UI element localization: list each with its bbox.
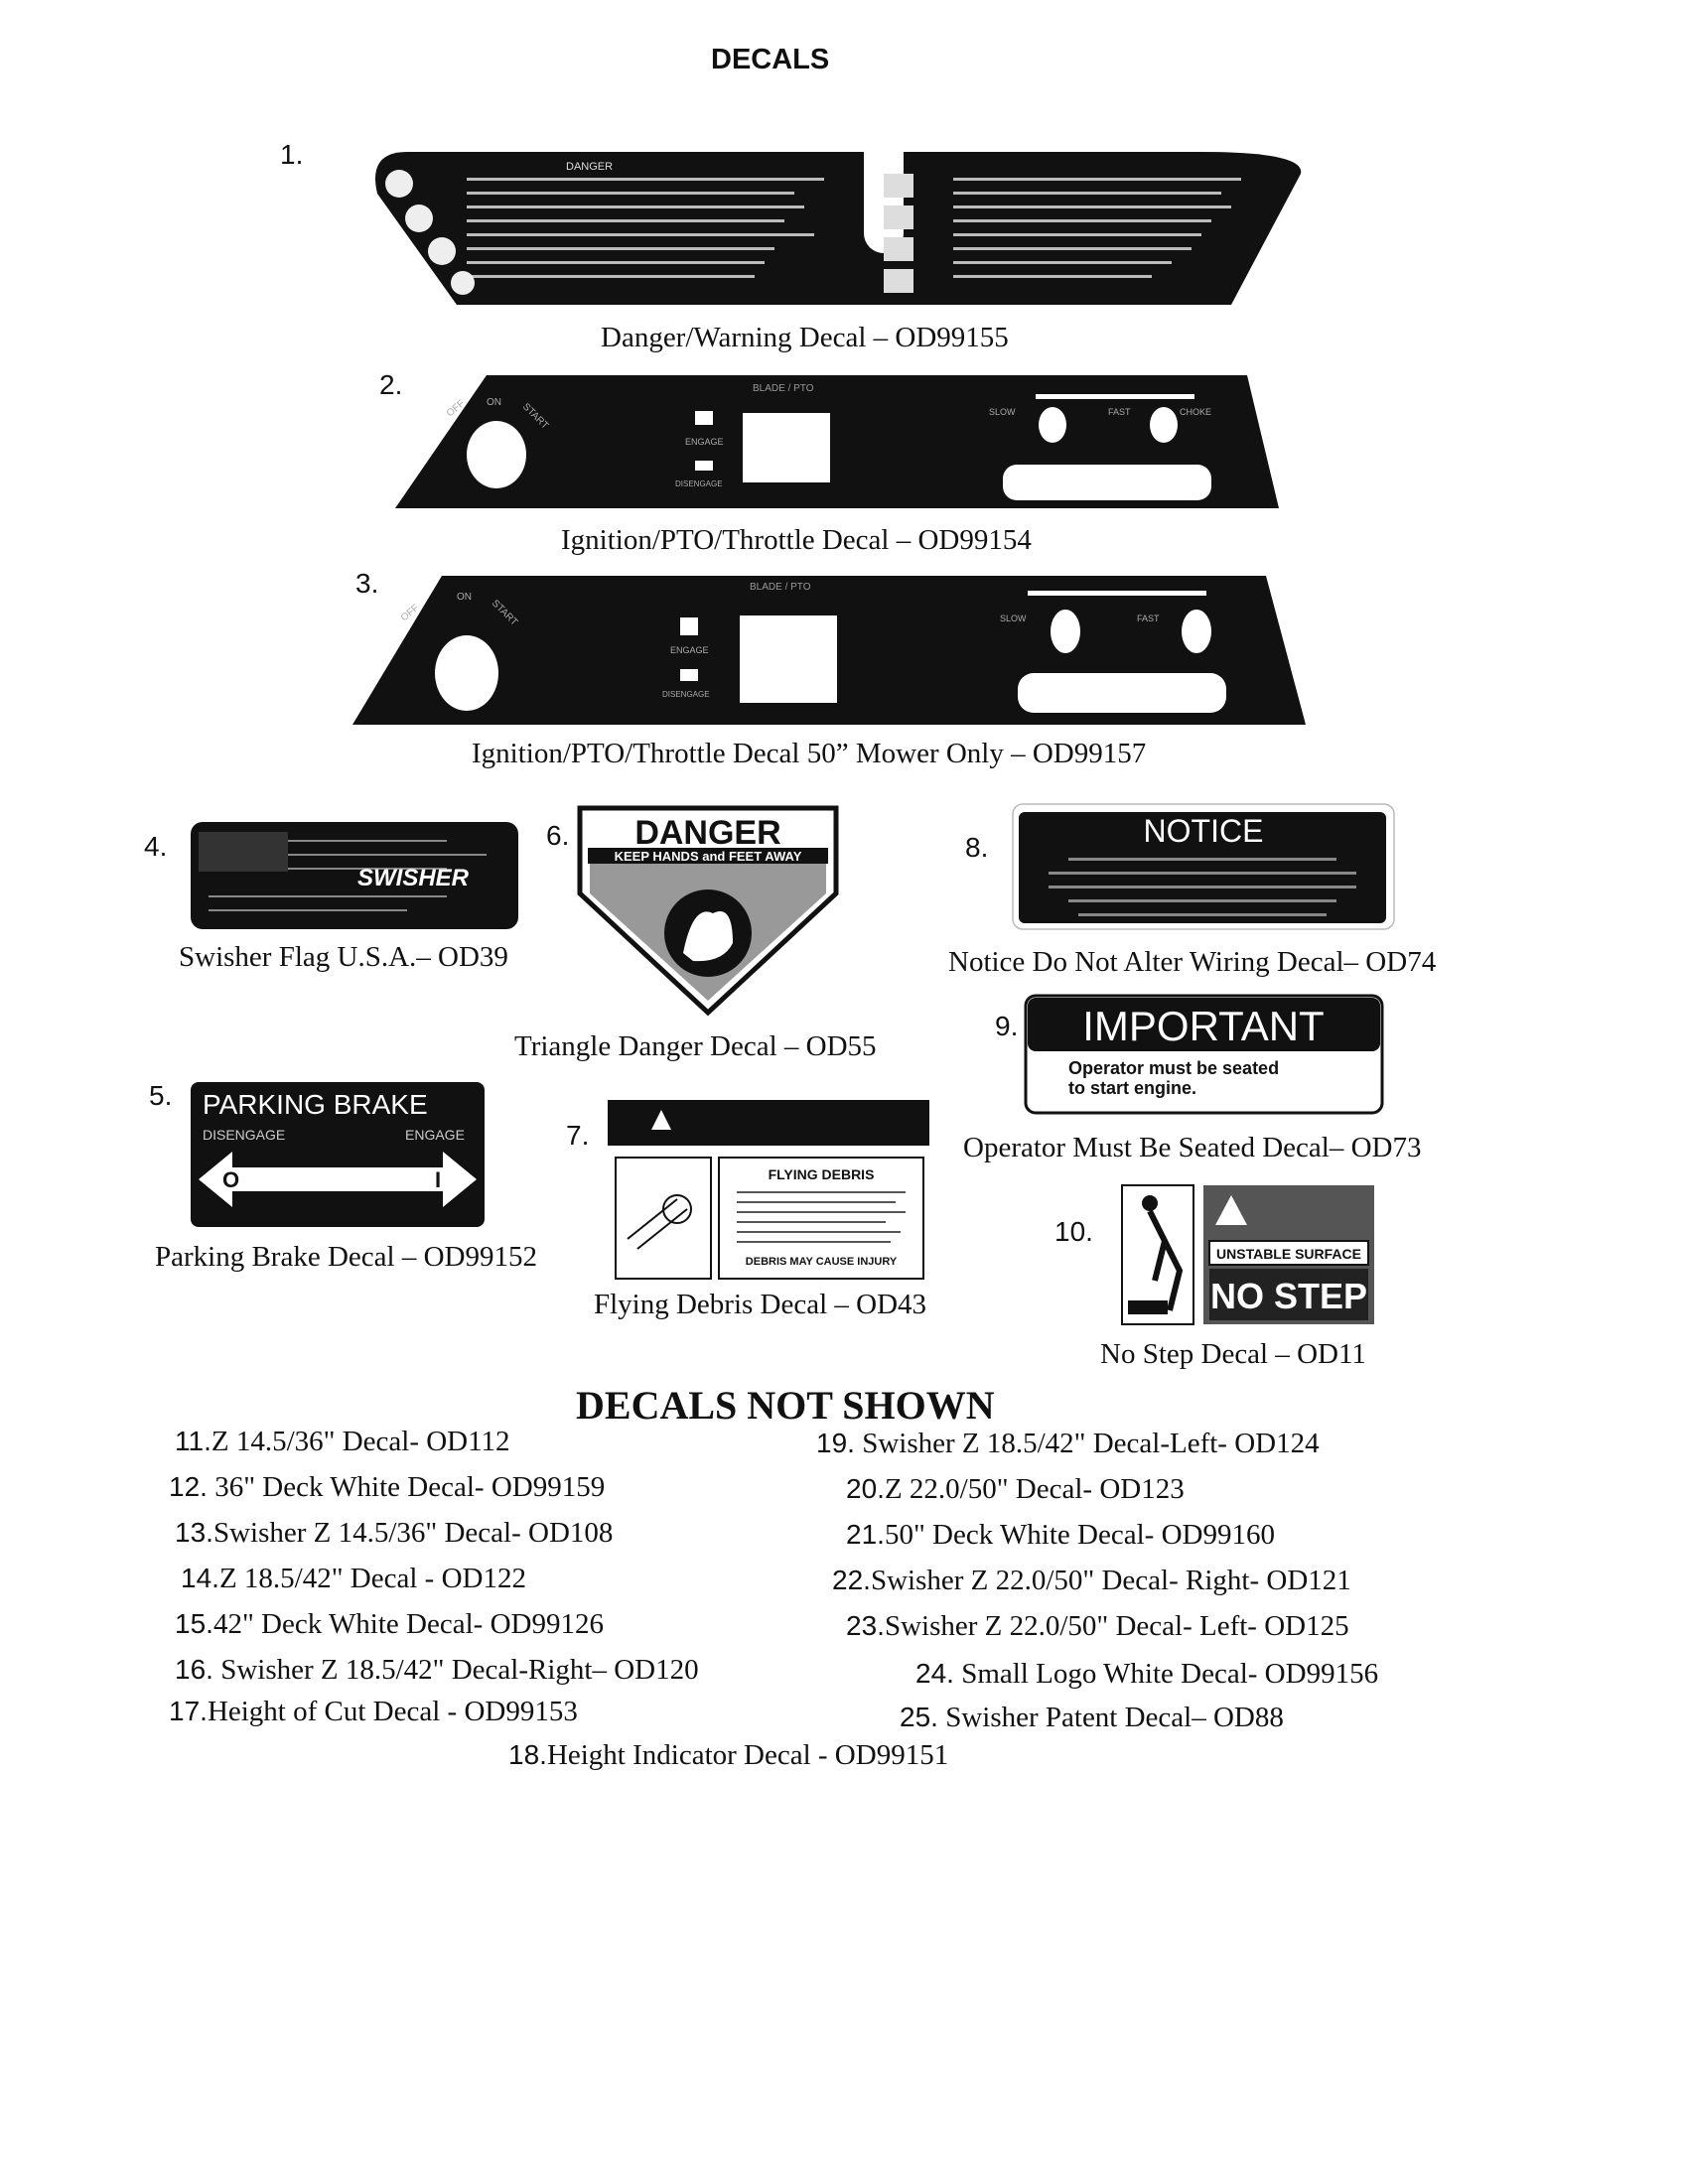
- decal-3-disengage-label: DISENGAGE: [662, 690, 710, 699]
- not-shown-item: 11.Z 14.5/36" Decal- OD112: [175, 1426, 510, 1457]
- not-shown-item: 19. Swisher Z 18.5/42" Decal-Left- OD124: [816, 1428, 1320, 1459]
- figure-8-number: 8.: [965, 832, 989, 863]
- decal-5-right-label: ENGAGE: [405, 1127, 465, 1143]
- not-shown-item: 18.Height Indicator Decal - OD99151: [508, 1739, 949, 1771]
- figure-9-number: 9.: [995, 1011, 1019, 1041]
- figure-6-caption: Triangle Danger Decal – OD55: [514, 1030, 877, 1062]
- decal-10-subtitle: UNSTABLE SURFACE: [1216, 1246, 1361, 1262]
- page-title: DECALS: [711, 44, 830, 75]
- decal-3-engage-label: ENGAGE: [670, 645, 709, 655]
- not-shown-item: 16. Swisher Z 18.5/42" Decal-Right– OD12…: [175, 1654, 699, 1686]
- decal-5-right-mark: I: [435, 1167, 441, 1192]
- not-shown-item: 25. Swisher Patent Decal– OD88: [900, 1702, 1284, 1733]
- decal-3-fast-label: FAST: [1137, 614, 1160, 623]
- decal-2-fast-label: FAST: [1108, 407, 1131, 417]
- decal-4-brand: SWISHER: [357, 865, 470, 891]
- not-shown-item: 24. Small Logo White Decal- OD99156: [915, 1658, 1379, 1690]
- decal-3-on-label: ON: [457, 592, 472, 603]
- decal-6-subtitle: KEEP HANDS and FEET AWAY: [615, 849, 802, 864]
- figure-4-caption: Swisher Flag U.S.A.– OD39: [179, 941, 508, 973]
- figure-7-caption: Flying Debris Decal – OD43: [594, 1289, 927, 1320]
- triangle-danger-decal-image: DANGER KEEP HANDS and FEET AWAY: [577, 805, 839, 1017]
- not-shown-item: 14.Z 18.5/42" Decal - OD122: [181, 1563, 526, 1594]
- decal-2-pto-label: BLADE / PTO: [753, 383, 814, 394]
- decal-2-engage-label: ENGAGE: [685, 437, 724, 447]
- not-shown-item: 17.Height of Cut Decal - OD99153: [169, 1696, 578, 1727]
- figure-2-caption: Ignition/PTO/Throttle Decal – OD99154: [561, 524, 1032, 556]
- flying-debris-decal-image: FLYING DEBRIS DEBRIS MAY CAUSE INJURY: [608, 1100, 929, 1280]
- decal-1-danger-label: DANGER: [566, 161, 613, 173]
- not-shown-heading: DECALS NOT SHOWN: [576, 1383, 995, 1428]
- figure-5-number: 5.: [149, 1080, 173, 1111]
- decal-5-left-mark: O: [222, 1167, 239, 1192]
- decal-2-slow-label: SLOW: [989, 407, 1016, 417]
- decal-9-title: IMPORTANT: [1082, 1003, 1324, 1049]
- figure-2-number: 2.: [379, 369, 403, 400]
- decal-6-title: DANGER: [634, 814, 780, 852]
- figure-8-caption: Notice Do Not Alter Wiring Decal– OD74: [948, 946, 1437, 978]
- decal-8-title: NOTICE: [1144, 813, 1264, 849]
- figure-10-number: 10.: [1054, 1216, 1093, 1247]
- figure-5-caption: Parking Brake Decal – OD99152: [155, 1241, 537, 1273]
- not-shown-item: 22.Swisher Z 22.0/50" Decal- Right- OD12…: [832, 1565, 1351, 1596]
- no-step-decal-image: UNSTABLE SURFACE NO STEP: [1121, 1184, 1374, 1325]
- decal-2-choke-label: CHOKE: [1180, 407, 1211, 417]
- parking-brake-decal-image: PARKING BRAKE DISENGAGE ENGAGE O I: [191, 1082, 485, 1227]
- figure-4-number: 4.: [144, 831, 168, 862]
- decal-7-footer: DEBRIS MAY CAUSE INJURY: [746, 1256, 898, 1268]
- decal-10-title: NO STEP: [1210, 1276, 1367, 1316]
- figure-3-number: 3.: [355, 568, 379, 599]
- figure-10-caption: No Step Decal – OD11: [1100, 1338, 1366, 1370]
- not-shown-item: 23.Swisher Z 22.0/50" Decal- Left- OD125: [846, 1610, 1349, 1642]
- not-shown-item: 21.50" Deck White Decal- OD99160: [846, 1519, 1275, 1551]
- figure-3-caption: Ignition/PTO/Throttle Decal 50” Mower On…: [472, 738, 1147, 769]
- not-shown-item: 20.Z 22.0/50" Decal- OD123: [846, 1473, 1185, 1505]
- not-shown-item: 13.Swisher Z 14.5/36" Decal- OD108: [175, 1517, 614, 1549]
- decal-3-pto-label: BLADE / PTO: [750, 582, 811, 593]
- decal-2-disengage-label: DISENGAGE: [675, 479, 723, 488]
- figure-6-number: 6.: [546, 820, 570, 851]
- danger-warning-decal-image: DANGER: [375, 144, 1302, 305]
- ignition-pto-throttle-50-decal-image: OFF ON START BLADE / PTO ENGAGE DISENGAG…: [352, 576, 1306, 725]
- notice-decal-image: NOTICE: [1012, 803, 1395, 930]
- figure-9-caption: Operator Must Be Seated Decal– OD73: [963, 1132, 1422, 1163]
- figure-1-caption: Danger/Warning Decal – OD99155: [601, 322, 1009, 353]
- decal-9-line1: Operator must be seated: [1068, 1058, 1279, 1078]
- decal-5-title: PARKING BRAKE: [203, 1089, 428, 1120]
- decal-2-on-label: ON: [487, 397, 501, 408]
- figure-1-number: 1.: [280, 139, 304, 170]
- not-shown-item: 12. 36" Deck White Decal- OD99159: [169, 1471, 606, 1503]
- decal-5-left-label: DISENGAGE: [203, 1127, 285, 1143]
- figure-7-number: 7.: [566, 1120, 590, 1151]
- decal-7-title: FLYING DEBRIS: [769, 1166, 875, 1182]
- swisher-flag-decal-image: SWISHER: [191, 822, 518, 929]
- decal-3-slow-label: SLOW: [1000, 614, 1027, 623]
- not-shown-item: 15.42" Deck White Decal- OD99126: [175, 1608, 604, 1640]
- decal-9-line2: to start engine.: [1068, 1078, 1196, 1098]
- important-decal-image: IMPORTANT Operator must be seated to sta…: [1024, 994, 1384, 1115]
- ignition-pto-throttle-decal-image: OFF ON START BLADE / PTO ENGAGE DISENGAG…: [395, 375, 1279, 508]
